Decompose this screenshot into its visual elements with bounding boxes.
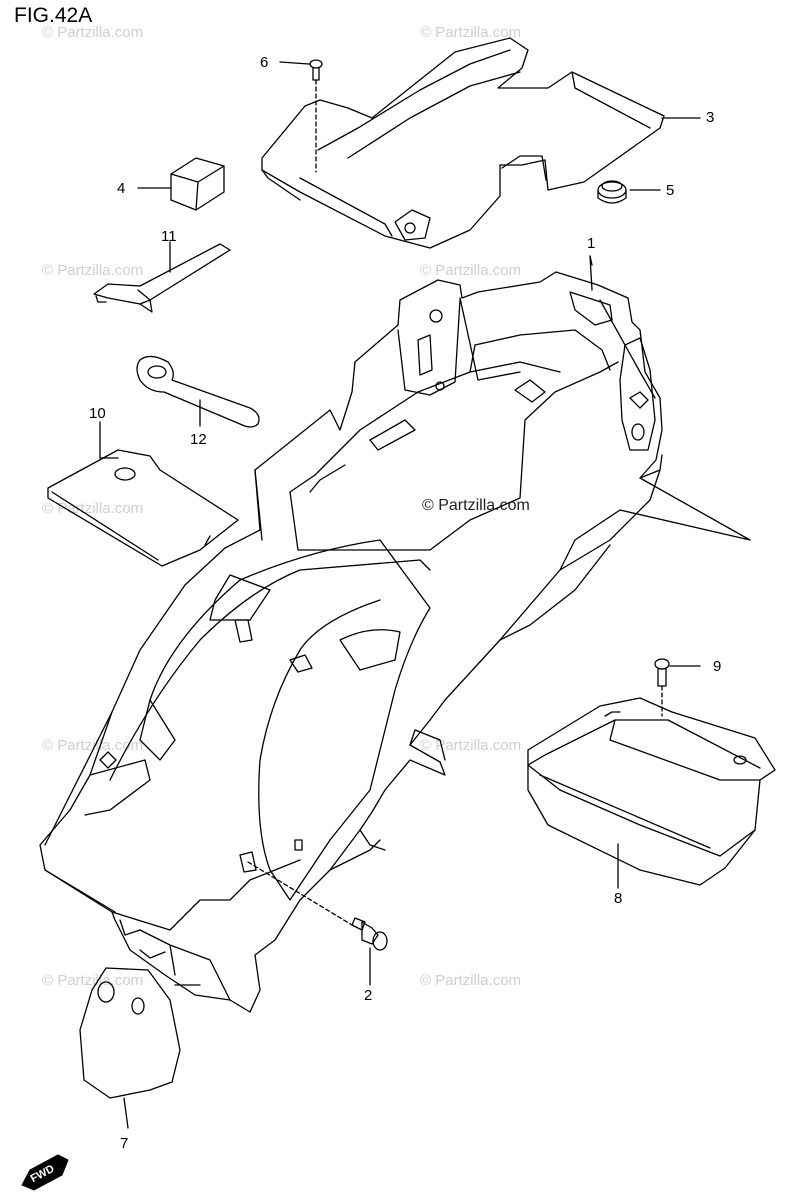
callout-11: 11 <box>161 228 177 245</box>
watermark: © Partzilla.com <box>420 262 522 279</box>
callout-9: 9 <box>713 658 722 675</box>
part-10-mat <box>47 421 239 567</box>
callout-5: 5 <box>666 182 675 199</box>
part-9-bolt <box>654 658 701 717</box>
part-6-screw <box>279 59 323 173</box>
part-11-hook <box>93 241 231 313</box>
watermark: © Partzilla.com <box>42 500 144 517</box>
part-12-spanner <box>136 355 260 428</box>
watermark: © Partzilla.com <box>420 737 522 754</box>
part-2-bolt <box>247 861 388 986</box>
callout-4: 4 <box>117 180 126 197</box>
watermark: © Partzilla.com <box>42 972 144 989</box>
callout-10: 10 <box>89 405 106 422</box>
watermark-center: © Partzilla.com <box>422 497 530 514</box>
watermark: © Partzilla.com <box>420 972 522 989</box>
callout-7: 7 <box>120 1135 129 1152</box>
callout-2: 2 <box>364 987 373 1004</box>
part-7-flap <box>79 967 181 1129</box>
figure-title: FIG.42A <box>14 4 93 27</box>
part-4-block <box>137 157 225 211</box>
watermark: © Partzilla.com <box>420 24 522 41</box>
watermark: © Partzilla.com <box>42 262 144 279</box>
callout-6: 6 <box>260 54 269 71</box>
part-5-grommet <box>597 180 661 204</box>
part-1-rear-fender <box>39 255 751 1013</box>
callout-1: 1 <box>587 235 596 252</box>
watermark: © Partzilla.com <box>42 24 144 41</box>
part-3-tray <box>261 37 665 249</box>
watermark: © Partzilla.com <box>42 737 144 754</box>
part-8-pocket <box>527 697 776 889</box>
callout-12: 12 <box>190 431 207 448</box>
callout-8: 8 <box>614 890 623 907</box>
callout-3: 3 <box>706 109 715 126</box>
fwd-arrow-icon <box>21 1154 69 1191</box>
